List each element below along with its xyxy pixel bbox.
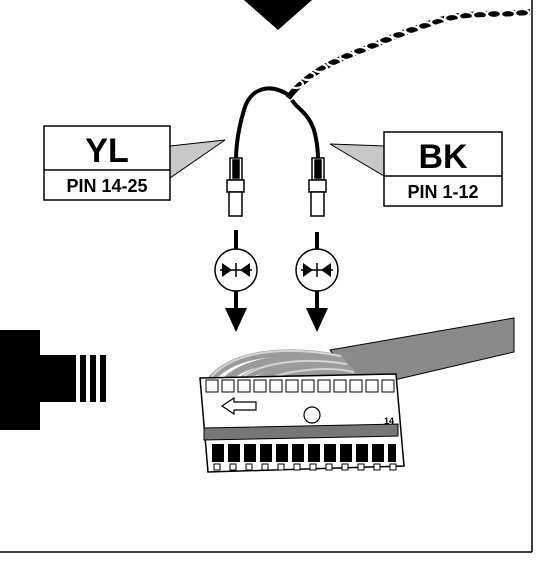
- fanned-wires: [208, 349, 362, 384]
- left-wire-name: YL: [85, 132, 128, 170]
- connector-band: [203, 423, 399, 441]
- right-callout-pointer: [329, 143, 385, 177]
- insertion-arrow-icon: [0, 330, 106, 430]
- fanned-wires-highlight: [211, 349, 354, 377]
- connector-hole: [303, 406, 321, 424]
- right-insert-arrow: [295, 232, 339, 332]
- connector-body: 26 14: [199, 373, 405, 473]
- coiled-cord: [285, 7, 531, 100]
- right-wire-label: BK PIN 1-12: [383, 131, 503, 207]
- left-terminal: [226, 157, 245, 217]
- right-wire-name: BK: [418, 138, 468, 176]
- direction-arrow-icon: [220, 396, 257, 416]
- down-arrow-icon: [244, 0, 312, 30]
- connector-top-pins: [205, 379, 395, 393]
- right-wire-pins: PIN 1-12: [407, 182, 478, 202]
- left-wire-pins: PIN 14-25: [66, 176, 147, 196]
- right-terminal: [308, 157, 327, 217]
- left-callout-pointer: [169, 139, 226, 179]
- down-arrowhead-icon: [306, 308, 328, 332]
- down-arrowhead-icon: [225, 308, 247, 332]
- connector-bottom-pins: [212, 444, 396, 462]
- left-wire-label: YL PIN 14-25: [43, 125, 171, 201]
- connector-bottom-openings: [213, 463, 397, 471]
- left-insert-arrow: [214, 230, 258, 332]
- connector-pin-end-label: 14: [384, 416, 394, 426]
- split-wires: [234, 86, 320, 163]
